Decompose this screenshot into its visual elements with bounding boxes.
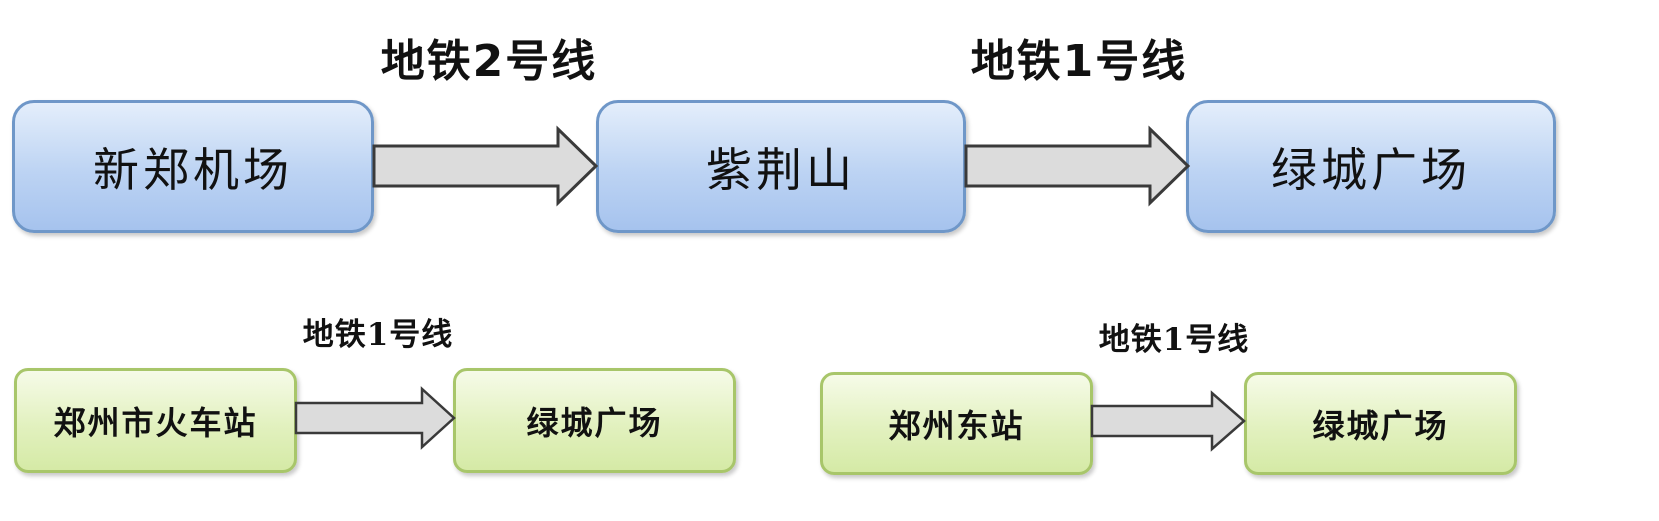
edge-label-bottom-right: 地铁1号线 bbox=[1098, 322, 1250, 358]
arrow-top-1 bbox=[372, 125, 599, 207]
node-lvcheng-square-top: 绿城广场 bbox=[1186, 100, 1556, 233]
edge-label-line2: 地铁2号线 bbox=[380, 36, 598, 87]
node-zhengzhou-east-station: 郑州东站 bbox=[820, 372, 1093, 475]
arrow-bottom-right bbox=[1090, 390, 1246, 452]
node-xinzheng-airport: 新郑机场 bbox=[12, 100, 374, 233]
node-zhengzhou-railway-station: 郑州市火车站 bbox=[14, 368, 297, 473]
node-zijingshan: 紫荆山 bbox=[596, 100, 966, 233]
node-lvcheng-square-bottom-right: 绿城广场 bbox=[1244, 372, 1517, 475]
edge-label-bottom-left: 地铁1号线 bbox=[302, 317, 454, 353]
arrow-bottom-left bbox=[294, 386, 456, 450]
node-lvcheng-square-bottom-left: 绿城广场 bbox=[453, 368, 736, 473]
edge-label-line1-top: 地铁1号线 bbox=[970, 36, 1188, 87]
arrow-top-2 bbox=[964, 125, 1191, 207]
